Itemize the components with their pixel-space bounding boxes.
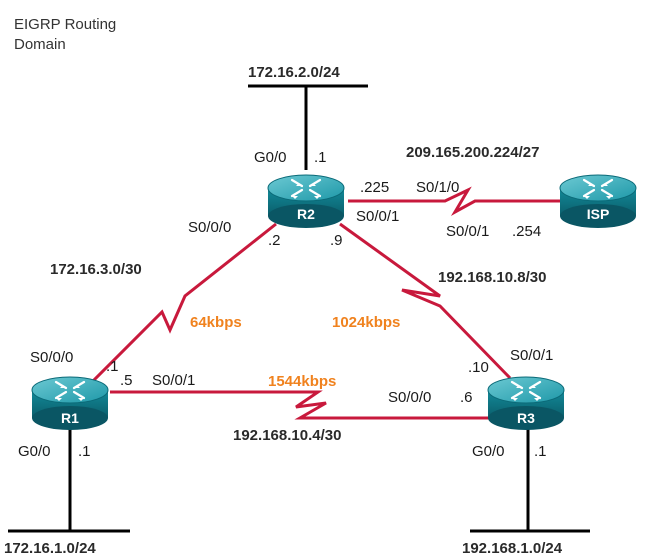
r2-g00-ip: .1 xyxy=(314,149,327,166)
serial-link-r2-isp xyxy=(348,186,565,216)
serial-link-r2-r3 xyxy=(339,222,512,380)
r3-g00-ip: .1 xyxy=(534,443,547,460)
network-label-r1-r2: 172.16.3.0/30 xyxy=(50,261,142,278)
isp-s001-label: S0/0/1 xyxy=(446,223,489,240)
r1-s001-label: S0/0/1 xyxy=(152,372,195,389)
serial-link-r1-r3 xyxy=(110,390,490,420)
lan-segment-r3 xyxy=(470,428,590,533)
router-r1-label: R1 xyxy=(61,410,79,426)
r3-s001-ip: .10 xyxy=(468,359,489,376)
router-r1[interactable]: R1 xyxy=(30,375,110,432)
router-r3-label: R3 xyxy=(517,410,535,426)
isp-s001-ip: .254 xyxy=(512,223,541,240)
r3-s000-label: S0/0/0 xyxy=(388,389,431,406)
lan-segment-r1 xyxy=(8,428,130,533)
router-isp-label: ISP xyxy=(587,206,610,222)
r2-s001-label: S0/0/1 xyxy=(356,208,399,225)
r3-s001-label: S0/0/1 xyxy=(510,347,553,364)
r1-g00-label: G0/0 xyxy=(18,443,51,460)
r3-s000-ip: .6 xyxy=(460,389,473,406)
r2-s000-label: S0/0/0 xyxy=(188,219,231,236)
r2-s001-ip: .9 xyxy=(330,232,343,249)
serial-link-r1-r2 xyxy=(88,222,277,386)
network-label-lan-r2: 172.16.2.0/24 xyxy=(248,64,340,81)
r2-s010-label: S0/1/0 xyxy=(416,179,459,196)
lan-segment-r2 xyxy=(248,84,368,170)
network-label-r2-r3: 192.168.10.8/30 xyxy=(438,269,546,286)
r1-g00-ip: .1 xyxy=(78,443,91,460)
r2-s000-ip: .2 xyxy=(268,232,281,249)
router-r2-label: R2 xyxy=(297,206,315,222)
router-r2[interactable]: R2 xyxy=(266,173,346,230)
network-label-r2-isp: 209.165.200.224/27 xyxy=(406,144,539,161)
domain-title-line1: EIGRP Routing xyxy=(14,16,116,33)
r2-g00-label: G0/0 xyxy=(254,149,287,166)
router-r3[interactable]: R3 xyxy=(486,375,566,432)
router-isp[interactable]: ISP xyxy=(558,173,638,230)
bandwidth-label-r1-r2: 64kbps xyxy=(190,314,242,331)
bandwidth-label-r1-r3: 1544kbps xyxy=(268,373,336,390)
r1-s000-ip: .1 xyxy=(106,358,119,375)
r3-g00-label: G0/0 xyxy=(472,443,505,460)
domain-title-line2: Domain xyxy=(14,36,66,53)
r1-s001-ip: .5 xyxy=(120,372,133,389)
r1-s000-label: S0/0/0 xyxy=(30,349,73,366)
r2-s010-ip: .225 xyxy=(360,179,389,196)
network-label-r1-r3: 192.168.10.4/30 xyxy=(233,427,341,444)
network-label-lan-r1: 172.16.1.0/24 xyxy=(4,540,96,557)
bandwidth-label-r2-r3: 1024kbps xyxy=(332,314,400,331)
network-label-lan-r3: 192.168.1.0/24 xyxy=(462,540,563,557)
